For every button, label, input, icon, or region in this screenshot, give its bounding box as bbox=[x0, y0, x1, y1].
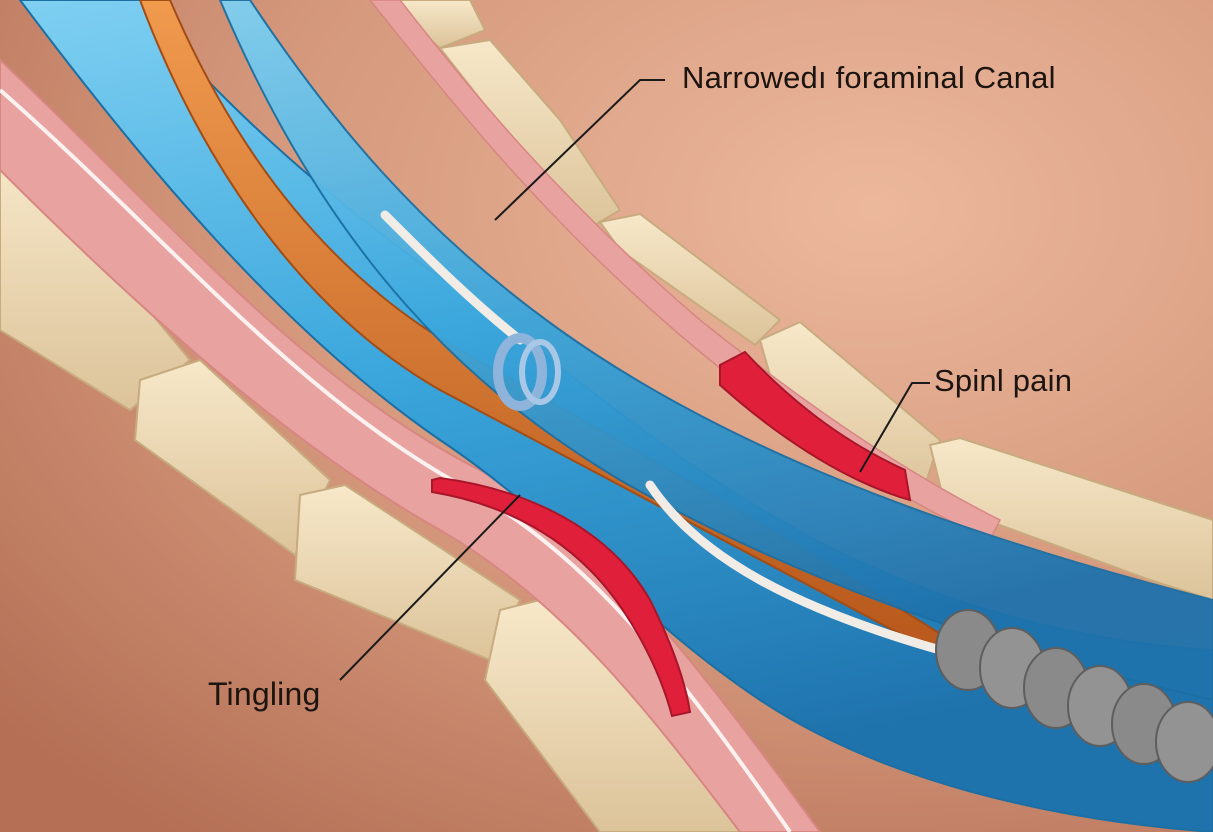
leader-line-tingling bbox=[339, 494, 521, 681]
grey-segmented-cord bbox=[935, 609, 1213, 783]
label-tingling: Tingling bbox=[208, 676, 321, 712]
nerve-ring-icon bbox=[493, 333, 561, 411]
blue-tube-upper bbox=[218, 0, 1213, 702]
soft-tissue-upper bbox=[369, 0, 1002, 541]
label-narrowed-foraminal-canal: Narrowedı foraminal Canal bbox=[682, 60, 1056, 95]
leader-line-canal bbox=[494, 79, 665, 221]
callout-lines bbox=[339, 79, 930, 681]
inflamed-area-left bbox=[431, 476, 692, 718]
inflamed-area-right bbox=[719, 350, 912, 502]
label-spinal-pain: Spinl pain bbox=[934, 363, 1073, 398]
soft-tissue-lower bbox=[0, 58, 822, 832]
leader-line-pain bbox=[859, 382, 930, 473]
